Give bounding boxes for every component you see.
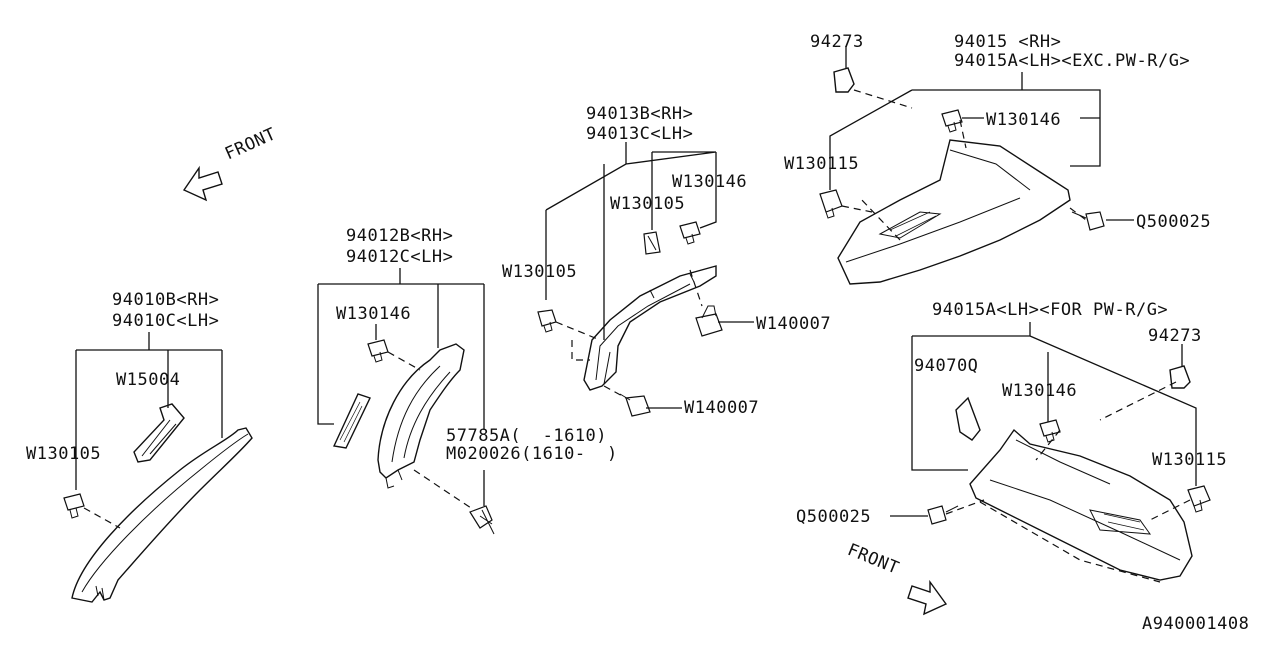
part-m020026-label: M020026(1610- ) — [446, 444, 618, 464]
part-w130115-b-label: W130115 — [1152, 450, 1228, 470]
push-clip-w140007-a — [695, 305, 723, 337]
clip-w130105-b — [537, 309, 557, 333]
part-94015a-exc-label: 94015A<LH><EXC.PW-R/G> — [954, 51, 1191, 71]
clip-w130146-b — [679, 221, 701, 245]
screw-57785a — [469, 505, 495, 535]
quarter-trim-94013 — [583, 265, 717, 391]
part-94010c-label: 94010C<LH> — [112, 311, 220, 331]
part-94015-label: 94015 <RH> — [954, 32, 1062, 52]
part-w15004-label: W15004 — [116, 370, 181, 390]
part-w140007-a-label: W140007 — [756, 314, 832, 334]
screw-q500025-a — [1071, 211, 1105, 231]
part-w130115-a-label: W130115 — [784, 154, 860, 174]
part-94273-a-label: 94273 — [810, 32, 864, 52]
front-arrow-right-icon — [907, 579, 948, 616]
small-trim-piece — [332, 393, 371, 449]
part-94013b-label: 94013B<RH> — [586, 104, 694, 124]
clip-w130146-d — [1039, 419, 1061, 443]
part-w130105-c-label: W130105 — [610, 194, 686, 214]
rear-quarter-trim-94015a-pwr — [969, 428, 1193, 581]
part-57785a-label: 57785A( -1610) — [446, 426, 608, 446]
part-94015a-for-label: 94015A<LH><FOR PW-R/G> — [932, 300, 1169, 320]
part-w130146-a-label: W130146 — [336, 304, 412, 324]
screw-q500025-b — [927, 505, 959, 525]
clip-w130146-a — [367, 339, 389, 363]
clip-w130105-c — [643, 231, 661, 255]
pillar-trim-94010 — [71, 427, 253, 603]
part-q500025-a-label: Q500025 — [1136, 212, 1212, 232]
part-94273-b-label: 94273 — [1148, 326, 1202, 346]
part-q500025-b-label: Q500025 — [796, 507, 872, 527]
panel-piece-94070q — [955, 396, 981, 441]
part-94012b-label: 94012B<RH> — [346, 226, 454, 246]
part-w130146-b-label: W130146 — [672, 172, 748, 192]
part-94013c-label: 94013C<LH> — [586, 124, 694, 144]
center-pillar-trim-94012 — [377, 343, 465, 489]
diagram-id-label: A940001408 — [1142, 614, 1250, 634]
part-w140007-b-label: W140007 — [684, 398, 760, 418]
bracket-94273-b — [1169, 365, 1191, 389]
part-94070q-label: 94070Q — [914, 356, 979, 376]
bracket-94273-a — [833, 67, 855, 93]
part-94010b-label: 94010B<RH> — [112, 290, 220, 310]
part-w130146-d-label: W130146 — [1002, 381, 1078, 401]
pillar-bracket-w15004 — [133, 403, 185, 463]
part-w130146-c-label: W130146 — [986, 110, 1062, 130]
clip-w130115-b — [1187, 485, 1211, 513]
part-w130105-a-label: W130105 — [26, 444, 102, 464]
rear-quarter-trim-94015 — [837, 139, 1071, 285]
push-clip-w140007-b — [619, 393, 651, 417]
part-w130105-b-label: W130105 — [502, 262, 578, 282]
clip-w130146-c — [941, 109, 963, 133]
part-94012c-label: 94012C<LH> — [346, 247, 454, 267]
front-arrow-left-icon — [182, 165, 223, 202]
clip-w130105-a — [63, 493, 85, 519]
clip-w130115-a — [819, 189, 843, 219]
